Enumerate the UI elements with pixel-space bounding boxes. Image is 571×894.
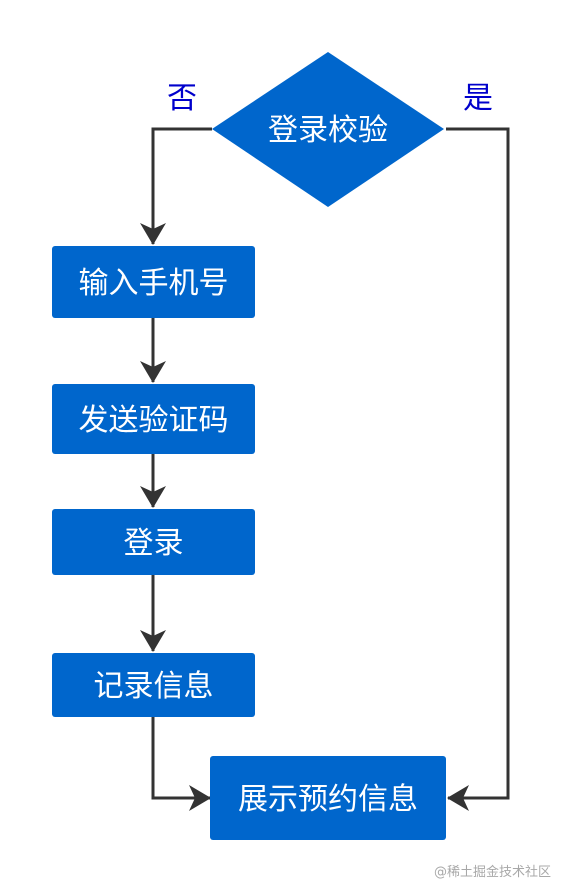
end-label: 展示预约信息 xyxy=(238,782,418,817)
step-label: 登录 xyxy=(124,526,184,561)
step-box xyxy=(52,384,255,454)
step-box xyxy=(52,509,255,575)
end-box xyxy=(210,756,446,840)
step-label: 发送验证码 xyxy=(79,403,229,438)
decision-label: 登录校验 xyxy=(268,113,388,148)
yes-label: 是 xyxy=(463,81,493,116)
watermark: @稀土掘金技术社区 xyxy=(433,865,551,880)
step-node-2: 发送验证码 xyxy=(52,384,255,454)
step-node-4: 记录信息 xyxy=(52,653,255,717)
step-box xyxy=(52,653,255,717)
edge-step4-end xyxy=(151,717,211,811)
decision-node: 登录校验 xyxy=(212,52,444,207)
decision-diamond xyxy=(212,52,444,207)
step-label: 记录信息 xyxy=(94,669,214,704)
no-label: 否 xyxy=(167,81,197,116)
step-node-1: 输入手机号 xyxy=(52,246,255,318)
step-label: 输入手机号 xyxy=(79,266,229,301)
edge-no xyxy=(140,127,212,245)
step-box xyxy=(52,246,255,318)
edge-yes xyxy=(446,127,510,811)
step-node-3: 登录 xyxy=(52,509,255,575)
end-node: 展示预约信息 xyxy=(210,756,446,840)
edges xyxy=(140,127,510,811)
